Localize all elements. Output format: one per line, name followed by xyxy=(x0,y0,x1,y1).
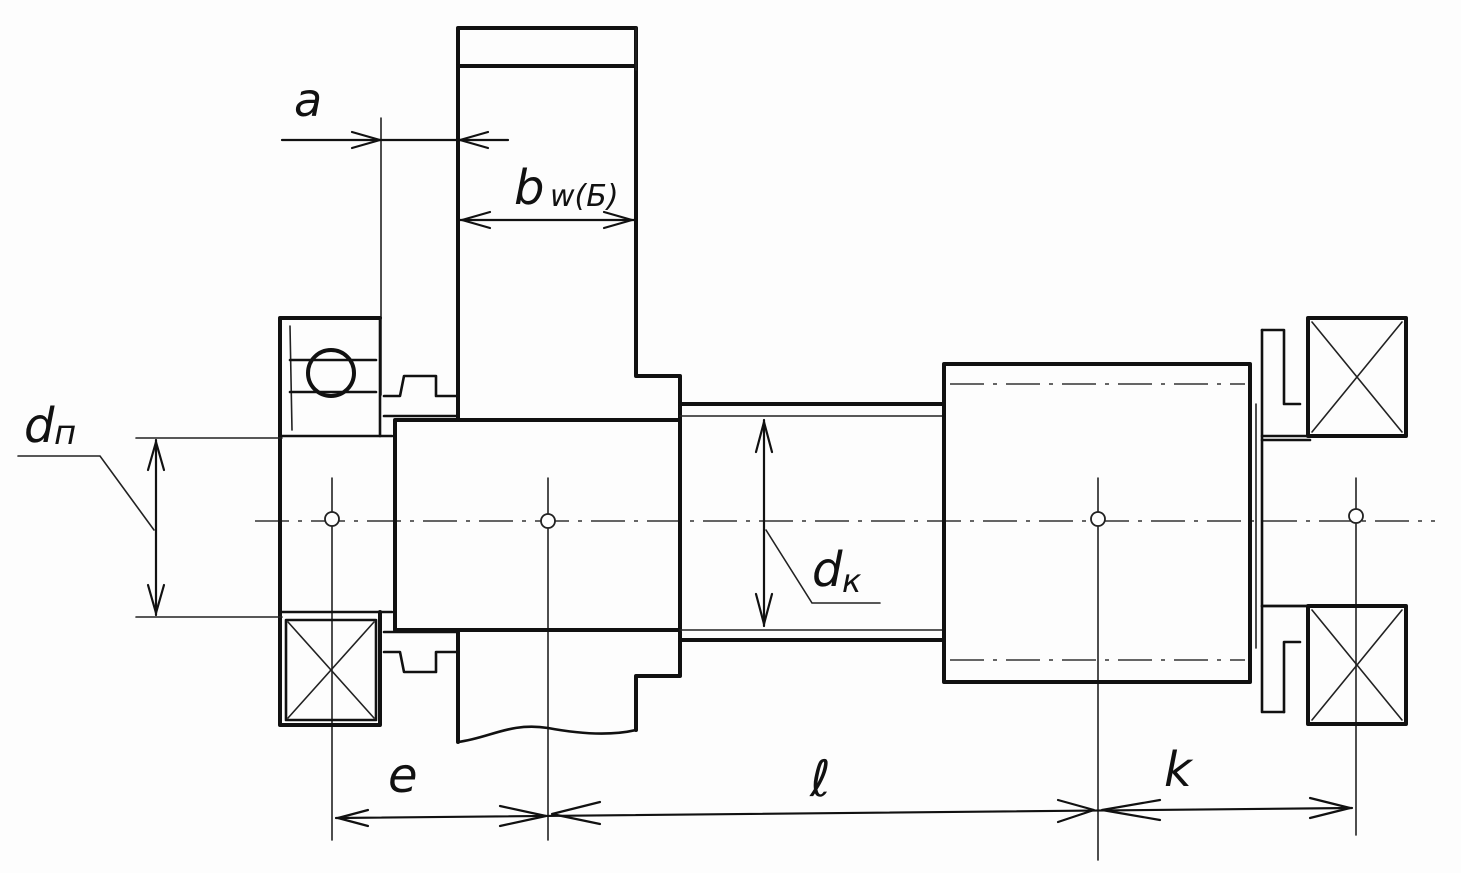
right-bearing-upper-cross-2 xyxy=(1311,321,1403,433)
gear-outline-top xyxy=(456,26,682,422)
right-cover xyxy=(1260,328,1312,714)
bottom-dimension-line xyxy=(334,806,1354,820)
label-dk: d xyxy=(812,542,843,598)
label-dp-subscript: п xyxy=(54,413,76,453)
label-k: k xyxy=(1164,742,1194,798)
label-e: e xyxy=(388,748,418,804)
gear xyxy=(456,26,682,744)
a-arrow-left xyxy=(350,130,382,150)
dimension-dk xyxy=(754,418,881,628)
pulley-center-mark xyxy=(1090,511,1106,527)
shaft-middle-section xyxy=(678,402,946,642)
label-dk-subscript: к xyxy=(842,562,862,600)
left-bearing-cross-2 xyxy=(287,621,375,719)
label-bw-subscript: w(Б) xyxy=(550,179,619,214)
left-bearing-inner-edge xyxy=(289,325,293,431)
label-a: a xyxy=(294,73,322,127)
dp-arrow-top xyxy=(146,440,166,472)
dp-leader-line xyxy=(17,455,155,531)
pulley-outline xyxy=(942,362,1252,684)
dk-arrow-bottom xyxy=(754,592,774,626)
right-cover-upper xyxy=(1260,328,1302,406)
right-bearing-center-mark xyxy=(1348,508,1364,524)
dimension-bw xyxy=(458,210,636,230)
right-cover-left-edge xyxy=(1260,328,1286,714)
e-arrow-right xyxy=(498,804,548,828)
l-arrow-left xyxy=(550,800,602,826)
gear-center-mark xyxy=(540,513,556,529)
right-cover-lower xyxy=(1282,640,1302,714)
left-bearing-outline xyxy=(278,316,382,727)
right-bearing xyxy=(1260,316,1408,726)
k-arrow-right xyxy=(1308,796,1352,820)
dk-leader-line xyxy=(765,529,881,604)
k-arrow-left xyxy=(1100,798,1162,822)
dimension-a xyxy=(280,130,510,150)
dk-arrow-top xyxy=(754,420,774,454)
label-l: ℓ xyxy=(809,750,831,808)
dimension-chain-bottom xyxy=(334,796,1354,828)
a-arrow-right xyxy=(458,130,490,150)
left-bearing-center-mark xyxy=(324,511,340,527)
pulley-body xyxy=(942,362,1257,684)
left-bearing xyxy=(278,316,394,727)
right-bearing-lower-cross-2 xyxy=(1311,609,1403,721)
gear-lower-right-step xyxy=(634,630,682,732)
lower-seal-groove xyxy=(382,650,458,674)
bw-arrow-right xyxy=(602,210,634,230)
e-arrow-left xyxy=(336,808,370,828)
gear-hub xyxy=(393,418,682,632)
dp-arrow-bottom xyxy=(146,583,166,615)
left-bearing-lower-section xyxy=(284,618,378,722)
left-bearing-ball xyxy=(306,348,356,398)
label-bw: b xyxy=(514,160,544,216)
dimension-dp xyxy=(17,437,283,618)
l-arrow-right xyxy=(1056,798,1096,824)
bw-arrow-left xyxy=(460,210,492,230)
upper-seal-groove xyxy=(382,374,458,398)
label-dp: d xyxy=(24,398,55,454)
gear-break-line xyxy=(456,725,638,744)
